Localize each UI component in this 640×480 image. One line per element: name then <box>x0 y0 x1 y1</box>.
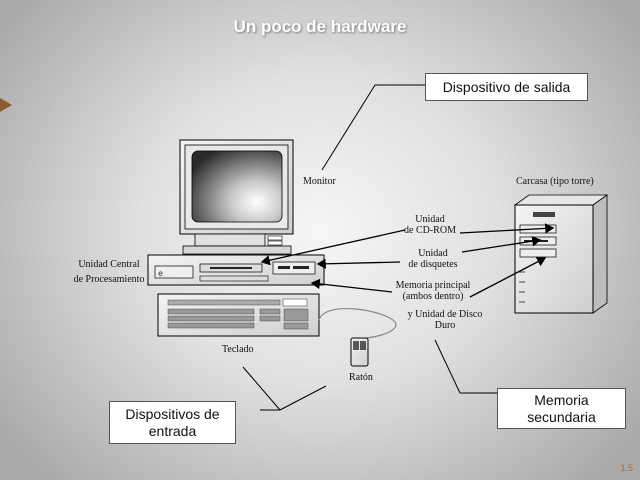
cpu-label-line1: Unidad Central <box>78 259 140 270</box>
secondary-memory-box: Memoria secundaria <box>497 388 626 429</box>
main-memory-label-line2: (ambos dentro) <box>402 291 464 302</box>
previous-slide-arrow-icon[interactable] <box>0 98 12 112</box>
memory-arrow-left <box>310 278 393 293</box>
input-connector-keyboard <box>242 366 281 411</box>
mouse-illustration <box>318 308 397 367</box>
keyboard-illustration <box>157 293 320 337</box>
floppy-arrow-right <box>461 236 542 253</box>
svg-text:e: e <box>158 269 163 278</box>
input-devices-box: Dispositivos de entrada <box>109 401 236 444</box>
floppy-label-line2: de disquetes <box>408 259 458 270</box>
hard-disk-label-line1: y Unidad de Disco <box>407 309 483 320</box>
output-device-label: Dispositivo de salida <box>442 79 571 95</box>
cdrom-arrow-left <box>260 229 406 266</box>
floppy-label-line1: Unidad <box>418 248 448 259</box>
desktop-cpu-illustration: e <box>147 254 325 286</box>
case-label: Carcasa (tipo torre) <box>516 176 594 187</box>
floppy-arrow-left <box>316 258 401 270</box>
hard-disk-label-line2: Duro <box>434 320 456 331</box>
connector-lines <box>242 84 497 411</box>
cdrom-label-line2: de CD-ROM <box>404 225 456 236</box>
cpu-label-line2: de Procesamiento <box>73 274 145 285</box>
main-memory-label: Memoria principal (ambos dentro) <box>390 280 476 302</box>
output-device-box: Dispositivo de salida <box>425 73 588 101</box>
secondary-connector-diag <box>434 339 461 394</box>
pointer-arrows <box>260 223 555 298</box>
hard-disk-label: y Unidad de Disco Duro <box>402 309 488 331</box>
cdrom-label-line1: Unidad <box>415 214 445 225</box>
slide-title: Un poco de hardware <box>233 17 407 36</box>
cpu-label: Unidad Central de Procesamiento <box>66 259 152 285</box>
monitor-connector <box>321 84 376 171</box>
tower-case-illustration <box>513 194 609 314</box>
input-devices-line2: entrada <box>148 423 197 439</box>
cdrom-arrow-right <box>459 223 555 234</box>
keyboard-label: Teclado <box>222 344 254 355</box>
secondary-memory-line2: secundaria <box>527 409 596 425</box>
monitor-label: Monitor <box>303 176 336 187</box>
mouse-label: Ratón <box>349 372 373 383</box>
floppy-label: Unidad de disquetes <box>400 248 466 270</box>
cdrom-label: Unidad de CD-ROM <box>400 214 460 236</box>
monitor-illustration <box>179 139 294 255</box>
input-connector-mouse <box>279 385 327 411</box>
main-memory-label-line1: Memoria principal <box>395 280 471 291</box>
secondary-memory-line1: Memoria <box>534 392 589 408</box>
page-number: 1.5 <box>620 463 633 473</box>
memory-arrow-right <box>469 256 547 298</box>
input-devices-line1: Dispositivos de <box>125 406 220 422</box>
